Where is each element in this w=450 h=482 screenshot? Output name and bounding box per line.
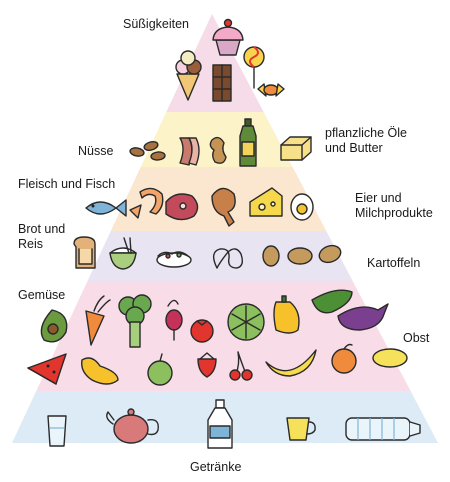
label-eggs-dairy: Eier und Milchprodukte: [355, 191, 433, 221]
label-oils-line1: pflanzliche Öle: [325, 126, 407, 140]
cup-icon: [286, 417, 316, 441]
eggplant-icon: [337, 303, 389, 331]
radish-icon: [165, 299, 183, 341]
cabbage-icon: [227, 303, 265, 341]
water-bottle-icon: [345, 417, 421, 441]
label-bread-line1: Brot und: [18, 222, 66, 236]
teapot-icon: [106, 408, 159, 444]
avocado-icon: [40, 309, 68, 343]
cucumber-icon: [311, 289, 353, 314]
peanut-icon: [209, 136, 227, 164]
watermelon-icon: [27, 353, 67, 385]
pretzel-icon: [212, 248, 244, 269]
apple-icon: [147, 353, 173, 386]
label-bread-line2: Reis: [18, 237, 44, 251]
fish-icon: [85, 199, 127, 217]
butter-icon: [280, 136, 312, 161]
pasta-bowl-icon: [156, 251, 192, 268]
broccoli-icon: [118, 294, 152, 348]
chicken-leg-icon: [211, 187, 236, 227]
lemon-icon: [372, 348, 408, 368]
cherries-icon: [229, 351, 253, 381]
rice-bowl-icon: [109, 237, 137, 270]
label-drinks: Getränke: [190, 460, 242, 474]
label-bread-rice: Brot und Reis: [18, 222, 65, 252]
potato-icon: [262, 244, 342, 267]
cupcake-icon: [212, 18, 244, 56]
banana-icon: [265, 349, 317, 377]
label-fruit: Obst: [403, 331, 430, 345]
label-potatoes: Kartoffeln: [367, 256, 421, 270]
orange-icon: [331, 343, 357, 374]
lollipop-icon: [243, 46, 265, 89]
pear-icon: [81, 357, 119, 385]
label-eggs-line2: Milchprodukte: [355, 206, 433, 220]
label-vegetables: Gemüse: [18, 288, 66, 302]
steak-icon: [165, 193, 199, 221]
water-glass-icon: [47, 415, 67, 447]
strawberry-icon: [197, 352, 217, 378]
label-oils-line2: und Butter: [325, 141, 383, 155]
oil-bottle-icon: [239, 118, 257, 167]
milk-bottle-icon: [207, 399, 233, 449]
band-produce: [12, 281, 438, 391]
shrimp-icon: [129, 187, 164, 219]
egg-icon: [290, 193, 314, 221]
bread-icon: [73, 236, 96, 269]
label-oils: pflanzliche Öle und Butter: [325, 126, 407, 156]
label-sweets: Süßigkeiten: [123, 17, 190, 31]
almond-icon: [129, 141, 166, 161]
tomato-icon: [190, 319, 214, 343]
label-eggs-line1: Eier und: [355, 191, 402, 205]
label-nuts: Nüsse: [78, 144, 114, 158]
cheese-icon: [249, 187, 283, 217]
chocolate-icon: [212, 64, 232, 102]
carrot-icon: [85, 295, 111, 346]
candy-icon: [257, 83, 285, 97]
label-meat-fish: Fleisch und Fisch: [18, 177, 116, 191]
bacon-icon: [179, 137, 200, 166]
ice-cream-icon: [175, 50, 202, 101]
pepper-icon: [273, 295, 300, 334]
